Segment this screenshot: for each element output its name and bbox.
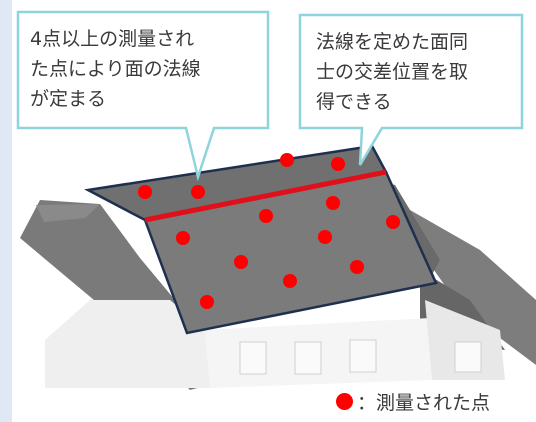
- survey-points: [138, 153, 400, 309]
- legend-separator: ：: [357, 392, 377, 414]
- house-wall-left: [45, 300, 210, 388]
- left-margin-strip: [0, 0, 12, 422]
- survey-point: [280, 153, 294, 167]
- window-4: [454, 341, 482, 373]
- survey-point: [176, 231, 190, 245]
- legend-dot-icon: [336, 393, 353, 410]
- callout-right-line: 法線を定めた面同: [316, 31, 469, 53]
- callout-right-box: [298, 13, 524, 166]
- survey-point: [318, 230, 332, 244]
- survey-point: [331, 157, 345, 171]
- survey-point: [191, 185, 205, 199]
- plane-intersection-line: [144, 169, 387, 223]
- roof-left-lower: [36, 204, 100, 222]
- window-1: [239, 341, 267, 375]
- survey-point: [386, 215, 400, 229]
- callout-left-box: [16, 10, 270, 182]
- legend-label: 測量された点: [376, 392, 491, 414]
- legend: ： 測量された点: [336, 388, 490, 415]
- survey-point: [138, 185, 152, 199]
- callout-right-text: 法線を定めた面同 士の交差位置を取 得できる: [316, 27, 468, 117]
- survey-point: [259, 209, 273, 223]
- window-2: [294, 341, 322, 375]
- survey-point: [350, 260, 364, 274]
- callout-right-line: 得できる: [316, 91, 392, 113]
- survey-point: [326, 196, 340, 210]
- survey-point: [283, 274, 297, 288]
- survey-point: [200, 295, 214, 309]
- callout-left-line: が定まる: [30, 88, 107, 110]
- callout-left-line: た点により面の法線: [30, 58, 201, 80]
- callout-left-line: 4点以上の測量され: [30, 28, 195, 50]
- callout-left-text: 4点以上の測量され た点により面の法線 が定まる: [30, 24, 201, 114]
- window-3: [349, 339, 377, 373]
- roof-right: [410, 210, 536, 365]
- house-wall-right: [425, 300, 505, 380]
- callout-right-line: 士の交差位置を取: [316, 61, 469, 83]
- survey-point: [234, 255, 248, 269]
